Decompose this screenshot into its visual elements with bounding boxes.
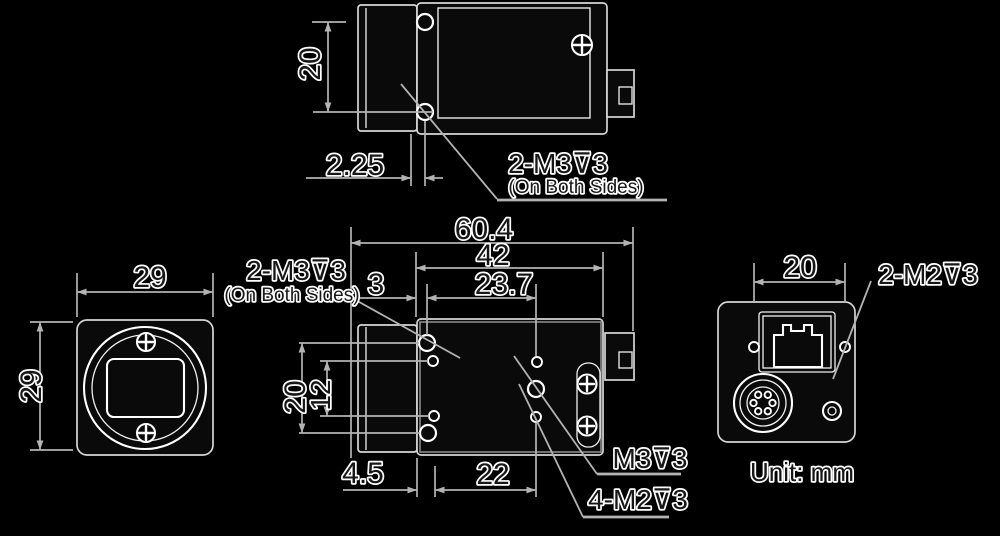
m3-tap-hole	[415, 12, 435, 32]
top-tap-label: 2-M3⊽3	[508, 148, 608, 179]
gige-connector-detail	[618, 351, 633, 369]
camera-body-top	[416, 2, 608, 135]
front-view-dimensions	[30, 273, 214, 451]
connector-pin	[749, 398, 758, 408]
m2-tap-hole	[427, 355, 439, 367]
side-tap-label-note: (On Both Sides)	[224, 285, 359, 306]
phillips-screw	[576, 415, 598, 437]
top-cover-plate	[437, 7, 591, 119]
dim-back-hole-spacing: 20	[783, 251, 816, 284]
phillips-screw	[135, 331, 157, 353]
phillips-screw	[576, 373, 598, 395]
m2-tap-label: 4-M2⊽3	[588, 484, 688, 515]
power-io-connector	[732, 372, 794, 434]
sensor-window	[105, 357, 186, 419]
camera-body-side	[416, 318, 604, 456]
top-view-dimensions	[306, 21, 667, 202]
m2-tap-hole	[428, 410, 440, 422]
top-tap-label-note: (On Both Sides)	[508, 177, 643, 198]
gige-connector-top	[606, 69, 635, 118]
m3-tap-hole	[418, 423, 438, 443]
side-cover-plate	[419, 321, 602, 453]
back-view: 20 2-M2⊽3 Unit: mm	[717, 249, 980, 489]
side-view: 60.4 42 3 23.7 20 12 4.5 22 2-M3⊽3 (On B…	[223, 211, 690, 519]
front-view: 29 29	[13, 259, 214, 456]
gige-connector-detail	[618, 86, 633, 105]
connector-pin	[754, 390, 763, 399]
back-tap-label: 2-M2⊽3	[878, 259, 978, 290]
camera-body-front	[76, 319, 214, 456]
phillips-screw	[135, 422, 157, 444]
connector-pin	[763, 390, 772, 399]
screw-slot	[576, 362, 601, 448]
lens-mount-outer-ring	[82, 325, 208, 451]
dim-front-width: 29	[133, 261, 166, 294]
dim-body-length: 42	[476, 239, 509, 272]
m2-tap-hole	[748, 341, 760, 353]
top-view: 20 2.25 2-M3⊽3 (On Both Sides)	[292, 2, 667, 202]
dim-front-height: 29	[15, 369, 48, 402]
unit-note: Unit: mm	[750, 457, 854, 487]
m3-tap-label: M3⊽3	[613, 443, 688, 474]
dim-hole-spacing-inner: 12	[305, 379, 336, 410]
connector-pin	[763, 407, 772, 416]
back-view-dimensions	[753, 263, 872, 380]
dim-bottom-span: 22	[476, 458, 509, 491]
side-tap-label: 2-M3⊽3	[246, 255, 346, 286]
dim-hole-spacing-outer: 20	[279, 380, 312, 413]
connector-pin	[768, 398, 777, 408]
m2-tap-hole	[531, 356, 543, 368]
dim-front-to-holes: 3	[368, 268, 385, 301]
connector-pin	[754, 407, 763, 416]
dim-top-hole-offset: 2.25	[326, 149, 384, 182]
dim-hole-span: 23.7	[475, 268, 533, 301]
side-view-dimensions	[298, 227, 681, 519]
dim-overall-length: 60.4	[455, 213, 513, 246]
phillips-screw	[570, 33, 594, 57]
dim-bottom-offset: 4.5	[342, 457, 384, 490]
led-indicator	[821, 400, 843, 422]
rj45-port	[758, 311, 836, 373]
dim-top-hole-spacing: 20	[294, 47, 327, 80]
